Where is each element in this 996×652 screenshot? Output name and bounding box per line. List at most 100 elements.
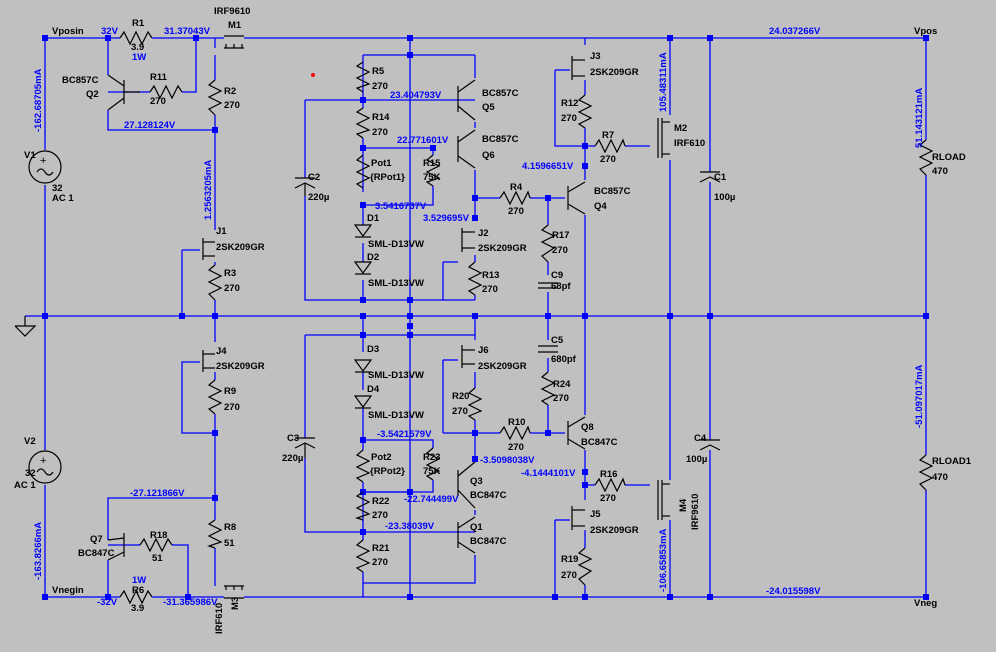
r9-value: 270 (224, 402, 240, 413)
m2-name: M2 (674, 123, 687, 134)
r12-value: 270 (561, 113, 577, 124)
r5-name: R5 (372, 66, 385, 77)
rload-name: RLOAD (932, 152, 966, 163)
q8-part: BC847C (581, 437, 618, 448)
rload-value: 470 (932, 166, 948, 177)
readout-j2-drain: 3.529695V (423, 213, 470, 224)
readout-32v: 32V (101, 26, 119, 37)
r13-name: R13 (482, 270, 499, 281)
r18-name: R18 (150, 530, 167, 541)
pot1-value: {RPot1} (370, 172, 405, 183)
q8-name: Q8 (581, 422, 594, 433)
r15-name: R15 (423, 158, 441, 169)
j6-part: 2SK209GR (478, 361, 527, 372)
q5-part: BC857C (482, 88, 519, 99)
r21-name: R21 (372, 543, 390, 554)
q6-name: Q6 (482, 150, 495, 161)
q4-part: BC857C (594, 186, 631, 197)
net-labels: Vposin Vnegin Vpos Vneg (52, 26, 937, 609)
pot2-name: Pot2 (371, 452, 392, 463)
readout-q4-emitter: 4.1596651V (522, 161, 574, 172)
c1-value: 100µ (714, 192, 735, 203)
resistor-symbols (119, 30, 934, 605)
d4-part: SML-D13VW (368, 410, 424, 421)
net-label-vnegin: Vnegin (52, 585, 84, 596)
v2-ac: AC 1 (14, 480, 36, 491)
m3-name: M3 (230, 597, 241, 610)
r2-value: 270 (224, 100, 240, 111)
readout-q3-collector: -3.5098038V (480, 455, 535, 466)
r4-value: 270 (508, 206, 524, 217)
j1-name: J1 (216, 226, 227, 237)
j5-name: J5 (590, 509, 601, 520)
readout-rload-current: 51.143121mA (914, 88, 925, 148)
r4-name: R4 (510, 182, 523, 193)
svg-text:+: + (40, 155, 46, 167)
r1-name: R1 (132, 18, 145, 29)
c2-name: C2 (308, 172, 320, 183)
r17-value: 270 (552, 245, 568, 256)
readout-vpos: 24.037266V (769, 26, 821, 37)
c4-value: 100µ (686, 454, 707, 465)
c5-value: 680pf (551, 354, 577, 365)
q5-name: Q5 (482, 102, 495, 113)
r6-value: 3.9 (131, 603, 144, 614)
j4-part: 2SK209GR (216, 361, 265, 372)
readout-v1-current: -162.68705mA (33, 68, 44, 132)
readout-q2-collector: 27.128124V (124, 120, 176, 131)
readout-v2-current: -163.8266mA (33, 522, 44, 580)
m1-name: M1 (228, 20, 242, 31)
c9-name: C9 (551, 270, 563, 281)
component-labels: R1 3.9 1W IRF9610 M1 BC857C Q2 R11 270 R… (14, 6, 972, 634)
v1-name: V1 (24, 150, 36, 161)
rload1-name: RLOAD1 (932, 456, 972, 467)
d4-name: D4 (367, 384, 380, 395)
q3-name: Q3 (470, 476, 483, 487)
readout-m1-source: 31.37043V (164, 26, 211, 37)
v2-value: 32 (25, 468, 36, 479)
voltage-readouts: 32V 31.37043V 24.037266V 27.128124V 23.4… (97, 26, 821, 608)
r21-value: 270 (372, 557, 388, 568)
m2-part: IRF610 (674, 138, 705, 149)
r20-name: R20 (452, 391, 469, 402)
led-symbols (353, 224, 373, 409)
j4-name: J4 (216, 346, 227, 357)
r14-name: R14 (372, 112, 390, 123)
d3-part: SML-D13VW (368, 370, 424, 381)
r22-value: 270 (372, 510, 388, 521)
current-readouts: -162.68705mA -163.8266mA 1.2563205mA 105… (33, 52, 925, 592)
net-label-vposin: Vposin (52, 26, 84, 37)
q4-name: Q4 (594, 201, 607, 212)
r24-value: 270 (553, 393, 569, 404)
bjt-symbols (107, 74, 586, 561)
r7-value: 270 (600, 154, 616, 165)
readout-q8-emitter: -4.1444101V (521, 468, 576, 479)
j2-part: 2SK209GR (478, 243, 527, 254)
j3-part: 2SK209GR (590, 67, 639, 78)
q7-name: Q7 (90, 534, 103, 545)
readout-m3-source: -31.365986V (163, 597, 218, 608)
readout-rload1-current: -51.097017mA (914, 364, 925, 428)
readout-q1-emitter: -23.38039V (385, 521, 435, 532)
svg-text:+: + (40, 455, 46, 467)
r13-value: 270 (482, 284, 498, 295)
rload1-value: 470 (932, 472, 948, 483)
readout-q5-emitter: 23.404793V (390, 90, 442, 101)
r8-value: 51 (224, 538, 235, 549)
r1-power: 1W (132, 52, 146, 63)
q1-part: BC847C (470, 536, 507, 547)
j2-name: J2 (478, 228, 489, 239)
q7-part: BC847C (78, 548, 115, 559)
r20-value: 270 (452, 406, 468, 417)
readout-minus-32v: -32V (97, 597, 118, 608)
r3-value: 270 (224, 283, 240, 294)
r17-name: R17 (552, 230, 569, 241)
pot1-name: Pot1 (371, 158, 392, 169)
mosfet-symbols (224, 35, 670, 599)
j1-part: 2SK209GR (216, 242, 265, 253)
r8-name: R8 (224, 522, 236, 533)
r19-value: 270 (561, 570, 577, 581)
net-label-vpos: Vpos (914, 26, 937, 37)
readout-m2-current: 105.48311mA (658, 52, 669, 112)
cursor-marker (311, 73, 315, 77)
